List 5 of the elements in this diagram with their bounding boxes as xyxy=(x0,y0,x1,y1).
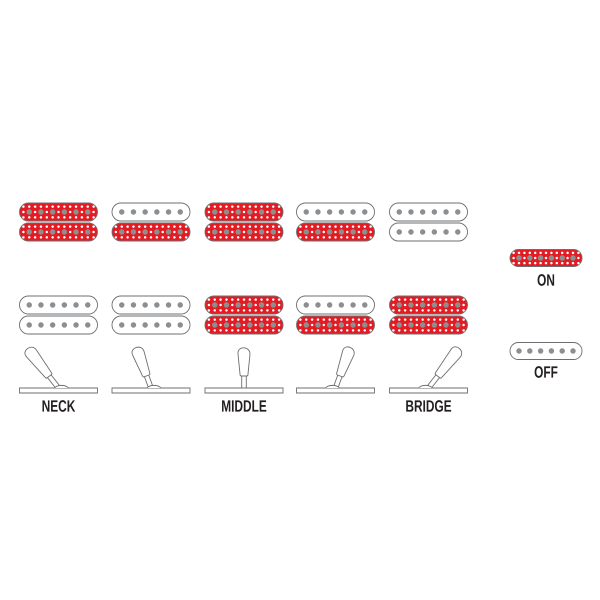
position-label: NECK xyxy=(42,400,76,412)
legend-label: ON xyxy=(538,274,554,286)
legend-label: OFF xyxy=(534,366,558,378)
position-label: BRIDGE xyxy=(406,400,452,412)
position-label: MIDDLE xyxy=(222,400,266,412)
